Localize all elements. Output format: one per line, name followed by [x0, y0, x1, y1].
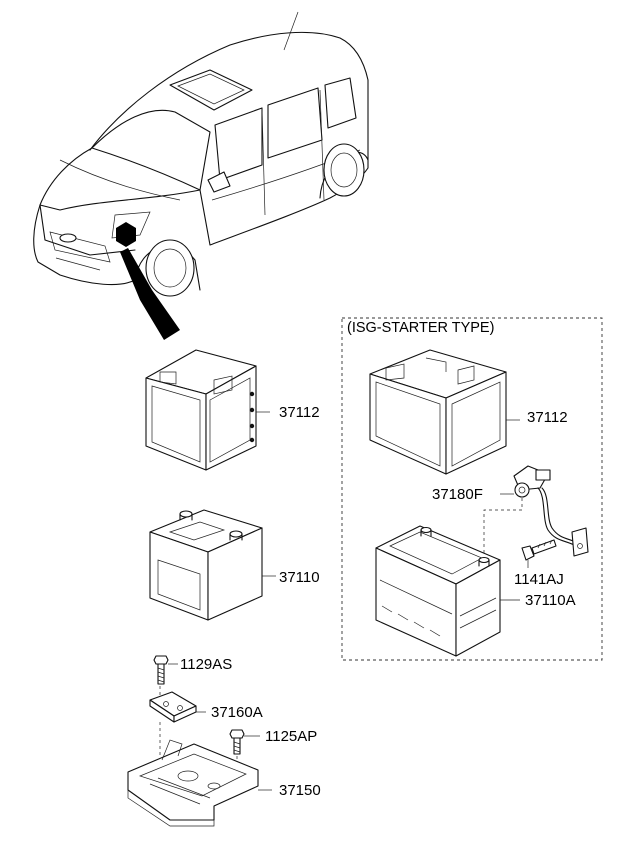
- part-label-37160a: 37160A: [211, 704, 263, 721]
- tray-cover-std-drawing: [145, 349, 270, 471]
- part-label-37110a: 37110A: [525, 592, 576, 609]
- part-label-1129as: 1129AS: [180, 656, 233, 673]
- part-label-37110: 37110: [279, 569, 320, 586]
- part-label-37112-isg: 37112: [527, 409, 568, 426]
- sensor-37180f-drawing: [483, 465, 589, 560]
- part-label-37180f: 37180F: [432, 486, 483, 503]
- bracket-37160a-drawing: [149, 691, 206, 800]
- tray-cover-isg-drawing: [369, 349, 520, 475]
- part-label-37112-std: 37112: [279, 404, 320, 421]
- battery-isg-drawing: [375, 525, 520, 657]
- battery-tray-drawing: [127, 739, 272, 827]
- car-illustration: [33, 11, 369, 340]
- battery-std-drawing: [149, 509, 276, 621]
- bolt-1129as-drawing: [153, 655, 178, 700]
- part-label-1125ap: 1125AP: [265, 728, 318, 745]
- bolt-1141aj-drawing: [521, 539, 557, 568]
- isg-section-title: (ISG-STARTER TYPE): [347, 320, 495, 336]
- part-label-37150: 37150: [279, 782, 321, 799]
- isg-section-box: [341, 317, 603, 661]
- part-label-1141aj: 1141AJ: [514, 571, 564, 588]
